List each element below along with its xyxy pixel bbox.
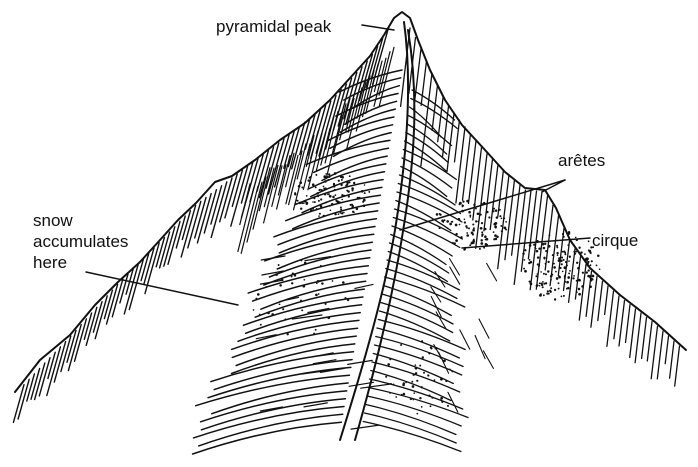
snow-leader-line bbox=[86, 272, 238, 305]
aretes-label: arêtes bbox=[558, 150, 605, 171]
cirque-label: cirque bbox=[592, 230, 638, 251]
pyramidal-peak-label: pyramidal peak bbox=[216, 16, 331, 37]
cirque-hatching bbox=[256, 256, 496, 429]
mountain-outline bbox=[15, 12, 686, 392]
snow-accumulates-label: snow accumulates here bbox=[33, 210, 128, 273]
snow-label-line-2: accumulates bbox=[33, 231, 128, 252]
snow-label-line-1: snow bbox=[33, 210, 128, 231]
snow-label-line-3: here bbox=[33, 252, 128, 273]
right-face-hatching bbox=[401, 28, 680, 386]
